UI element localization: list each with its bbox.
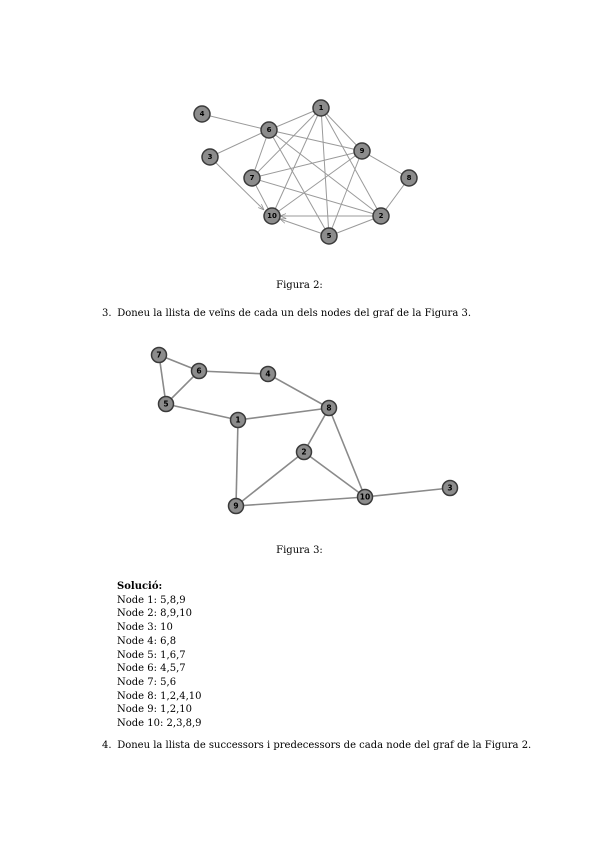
edge (320, 107, 362, 151)
node-label: 9 (360, 147, 365, 155)
solution-line: Node 5: 1,6,7 (117, 649, 186, 661)
edge (251, 177, 382, 217)
edge (303, 407, 330, 453)
edge (251, 150, 363, 179)
question-number: 4. (102, 740, 112, 751)
node-label: 10 (360, 493, 370, 502)
edge (303, 451, 366, 498)
solution-line: Node 8: 1,2,4,10 (117, 690, 202, 702)
figure-2-graph: 1 2 3 4 5 6 7 8 9 10 (193, 99, 418, 245)
node-label: 1 (235, 416, 240, 425)
edge (268, 129, 363, 152)
node-label: 7 (250, 174, 255, 182)
edge (268, 129, 381, 216)
edge (235, 496, 366, 507)
node-label: 3 (447, 484, 452, 493)
node-label: 2 (301, 448, 306, 457)
edge (328, 150, 363, 237)
edge (320, 107, 330, 237)
edge (361, 150, 409, 178)
edge (198, 370, 269, 375)
node-label: 6 (267, 126, 272, 134)
solution-line: Node 6: 4,5,7 (117, 663, 186, 675)
node-label: 1 (319, 104, 324, 112)
node-label: 5 (327, 232, 332, 240)
solution-line: Node 2: 8,9,10 (117, 608, 192, 620)
node-label: 4 (265, 370, 270, 379)
edge (237, 407, 330, 421)
figure-2-caption: Figura 2: (276, 280, 323, 291)
node: 7 (243, 169, 261, 187)
question-text: Doneu la llista de veïns de cada un dels… (117, 308, 472, 319)
node-label: 5 (163, 400, 168, 409)
node: 10 (356, 488, 374, 506)
node: 4 (193, 105, 211, 123)
edge (267, 373, 330, 409)
node-label: 2 (379, 212, 384, 220)
node: 3 (201, 148, 219, 166)
edge (364, 487, 451, 498)
node: 6 (260, 121, 278, 139)
node: 9 (353, 142, 371, 160)
node-label: 4 (200, 110, 205, 118)
node: 1 (229, 411, 247, 429)
node-label: 6 (196, 367, 201, 376)
node: 8 (320, 399, 338, 417)
solution-line: Node 3: 10 (117, 622, 173, 634)
question-3: 3. Doneu la llista de veïns de cada un d… (102, 308, 471, 319)
edge (235, 419, 239, 507)
node-label: 8 (407, 174, 412, 182)
node: 5 (320, 227, 338, 245)
solution-block: Solució: Node 1: 5,8,9 Node 2: 8,9,10 No… (117, 580, 202, 731)
node: 6 (190, 362, 208, 380)
node-label: 8 (326, 404, 331, 413)
solution-line: Node 1: 5,8,9 (117, 594, 186, 606)
edge (271, 107, 322, 217)
edge (271, 150, 363, 217)
node: 2 (372, 207, 390, 225)
figure-2-nodes: 1 2 3 4 5 6 7 8 9 10 (193, 99, 418, 245)
solution-line: Node 7: 5,6 (117, 676, 177, 688)
solution-line: Node 4: 6,8 (117, 635, 177, 647)
figure-3-edges (158, 354, 451, 507)
node: 10 (263, 207, 281, 225)
node: 4 (259, 365, 277, 383)
figure-2-edges (201, 107, 409, 237)
node: 8 (400, 169, 418, 187)
node: 3 (441, 479, 459, 497)
node: 7 (150, 346, 168, 364)
edge (201, 113, 268, 130)
solution-line: Node 10: 2,3,8,9 (117, 718, 202, 730)
edge (320, 107, 381, 216)
figure-3-graph: 1 2 3 4 5 6 7 8 9 10 (150, 346, 459, 515)
node: 5 (157, 395, 175, 413)
node: 1 (312, 99, 330, 117)
question-number: 3. (102, 308, 112, 319)
node: 2 (295, 443, 313, 461)
figure-3-caption: Figura 3: (276, 545, 323, 556)
edge (268, 129, 330, 237)
question-text: Doneu la llista de successors i predeces… (117, 740, 532, 751)
node-label: 9 (233, 502, 238, 511)
node: 9 (227, 497, 245, 515)
edge (268, 107, 322, 131)
node-label: 3 (208, 153, 213, 161)
edge (328, 407, 366, 498)
edge (165, 403, 239, 421)
solution-line: Node 9: 1,2,10 (117, 704, 192, 716)
question-4: 4. Doneu la llista de successors i prede… (102, 740, 531, 751)
solution-title: Solució: (117, 581, 163, 592)
node-label: 7 (156, 351, 161, 360)
edge (235, 451, 305, 507)
node-label: 10 (267, 212, 277, 220)
figure-3-nodes: 1 2 3 4 5 6 7 8 9 10 (150, 346, 459, 515)
edge (209, 156, 264, 210)
edge (209, 129, 269, 158)
